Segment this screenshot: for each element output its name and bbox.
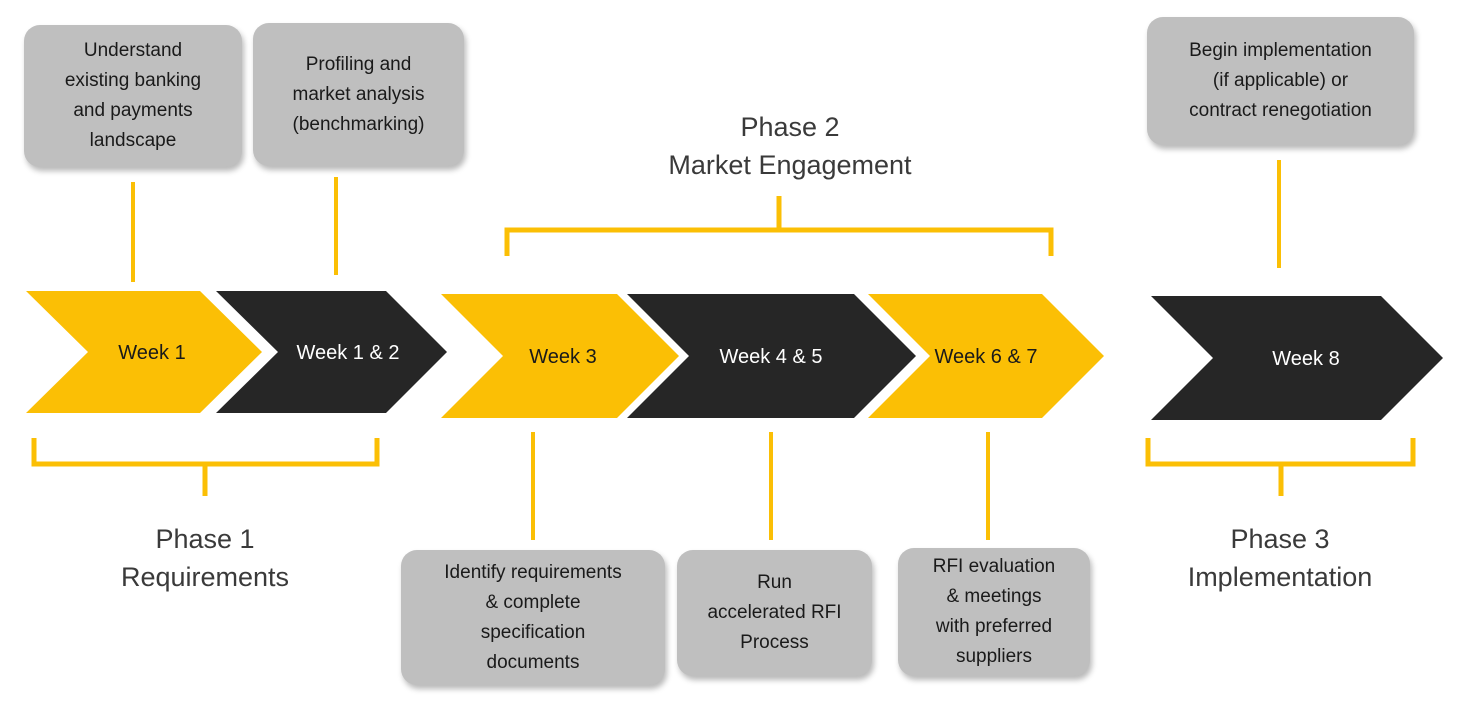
phase-brackets (31, 196, 1416, 496)
phase2-title: Phase 2 (740, 112, 840, 142)
chevron-labels: Week 1 Week 1 & 2 Week 3 Week 4 & 5 Week… (118, 342, 1339, 370)
chevron-label-week-1-2: Week 1 & 2 (296, 342, 399, 364)
chevron-week-1 (26, 291, 262, 413)
box-profiling-analysis: Profiling and market analysis (benchmark… (253, 23, 464, 166)
phase2-subtitle: Market Engagement (668, 150, 912, 180)
chevron-label-week-3: Week 3 (529, 346, 596, 368)
chevron-label-week-1: Week 1 (118, 342, 185, 364)
phase2-bracket (504, 196, 1054, 256)
chevron-label-week-4-5: Week 4 & 5 (719, 346, 822, 368)
phase3-bracket (1145, 438, 1416, 496)
phase1-bracket (31, 438, 380, 496)
box-run-rfi: Run accelerated RFI Process (677, 550, 872, 676)
chevron-week-1-2 (216, 291, 447, 413)
phase1-label: Phase 1 Requirements (85, 520, 325, 596)
box-understand-landscape: Understand existing banking and payments… (24, 25, 242, 167)
phase1-subtitle: Requirements (120, 562, 290, 592)
phase3-title: Phase 3 (1230, 524, 1330, 554)
chevron-week-6-7 (868, 294, 1104, 418)
chevron-label-week-8: Week 8 (1272, 348, 1339, 370)
chevron-group (26, 291, 1443, 420)
box-rfi-evaluation: RFI evaluation & meetings with preferred… (898, 548, 1090, 676)
chevron-week-8 (1151, 296, 1443, 420)
phase3-subtitle: Implementation (1187, 562, 1373, 592)
phase2-label: Phase 2 Market Engagement (620, 108, 960, 184)
phase1-title: Phase 1 (155, 524, 255, 554)
box-identify-requirements: Identify requirements & complete specifi… (401, 550, 665, 685)
chevron-week-4-5 (627, 294, 916, 418)
phase3-label: Phase 3 Implementation (1160, 520, 1400, 596)
chevron-label-week-6-7: Week 6 & 7 (934, 346, 1037, 368)
connector-lines (131, 160, 1281, 540)
box-begin-implementation: Begin implementation (if applicable) or … (1147, 17, 1414, 145)
chevron-week-3 (441, 294, 679, 418)
